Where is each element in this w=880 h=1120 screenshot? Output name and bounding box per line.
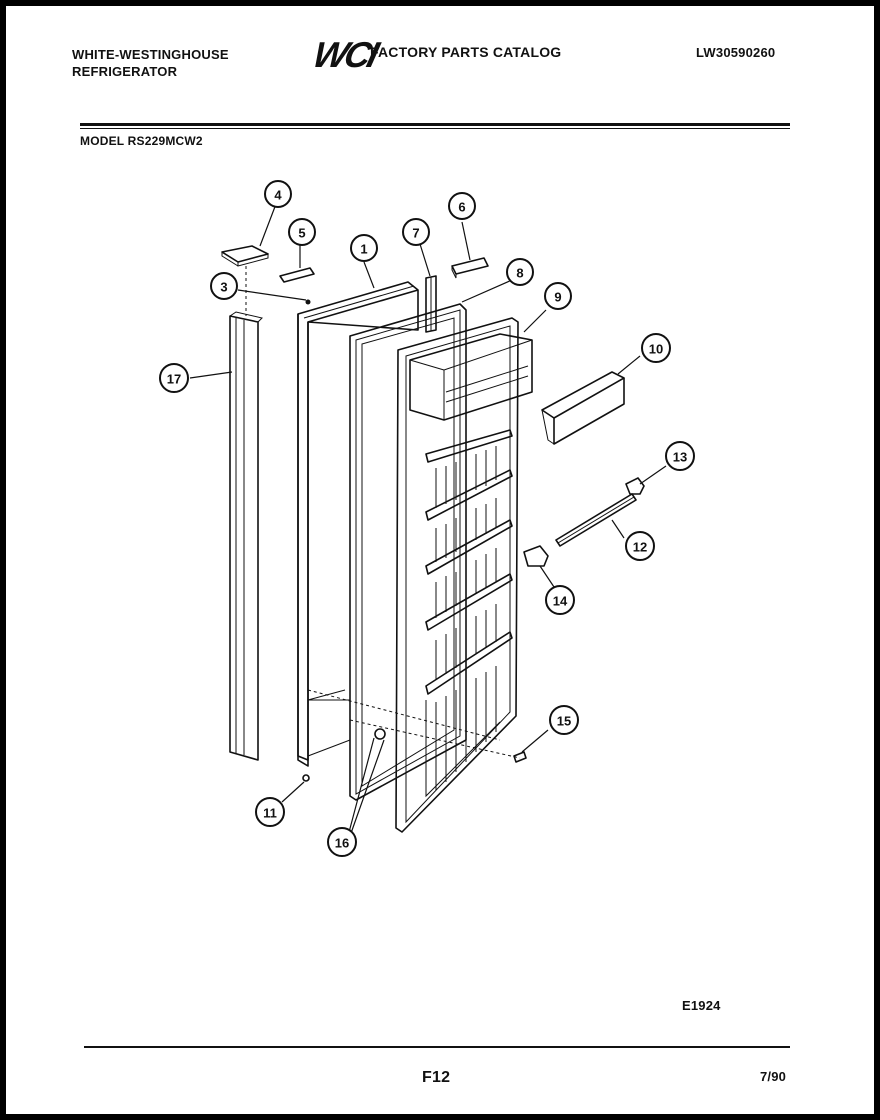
svg-text:7: 7: [412, 226, 419, 241]
svg-text:9: 9: [554, 290, 561, 305]
callout-5: 5: [288, 218, 316, 246]
model-label: MODEL RS229MCW2: [80, 134, 203, 148]
footer-rule: [84, 1046, 790, 1048]
svg-text:1: 1: [360, 242, 367, 257]
brand-line-1: WHITE-WESTINGHOUSE: [72, 47, 229, 62]
svg-text:3: 3: [220, 280, 227, 295]
svg-text:8: 8: [516, 266, 523, 281]
brand-line-2: REFRIGERATOR: [72, 64, 178, 79]
callout-4: 4: [264, 180, 292, 208]
part-10-bin-front: [541, 371, 625, 445]
svg-text:17: 17: [167, 372, 181, 387]
callout-6: 6: [448, 192, 476, 220]
svg-text:12: 12: [633, 540, 647, 555]
part-16-fastener: [374, 728, 386, 740]
diagram-code: E1924: [682, 998, 721, 1013]
callout-3: 3: [210, 272, 238, 300]
part-1-outer-door: [297, 281, 419, 767]
document-number: LW30590260: [696, 45, 776, 60]
callout-17: 17: [159, 363, 189, 393]
part-13-clip: [625, 477, 645, 495]
part-9-inner-liner: [395, 317, 533, 833]
callout-12: 12: [625, 531, 655, 561]
svg-text:10: 10: [649, 342, 663, 357]
header-rule-thin: [80, 128, 790, 129]
callout-1: 1: [350, 234, 378, 262]
svg-text:4: 4: [274, 188, 282, 203]
callout-16: 16: [327, 827, 357, 857]
part-4-hinge-cap: [221, 245, 269, 267]
callout-15: 15: [549, 705, 579, 735]
callout-10: 10: [641, 333, 671, 363]
header-rule-thick: [80, 123, 790, 126]
part-3-screw: [305, 299, 311, 305]
page-number: F12: [422, 1069, 451, 1086]
callout-11: 11: [255, 797, 285, 827]
part-8-gasket: [349, 303, 467, 801]
part-6-block: [451, 257, 489, 275]
callout-13: 13: [665, 441, 695, 471]
svg-text:6: 6: [458, 200, 465, 215]
part-12-rail: [555, 493, 637, 547]
catalog-page: [6, 6, 874, 1114]
part-14-clip: [523, 545, 549, 567]
callout-9: 9: [544, 282, 572, 310]
catalog-title: FACTORY PARTS CATALOG: [370, 44, 562, 60]
brand-block: WHITE-WESTINGHOUSE REFRIGERATOR: [72, 46, 229, 80]
part-15-screw: [513, 751, 527, 763]
date-code: 7/90: [760, 1069, 787, 1084]
svg-text:14: 14: [553, 594, 568, 609]
callout-7: 7: [402, 218, 430, 246]
callout-14: 14: [545, 585, 575, 615]
leader-lines: [189, 203, 667, 837]
svg-text:5: 5: [298, 226, 305, 241]
svg-text:15: 15: [557, 714, 571, 729]
callout-8: 8: [506, 258, 534, 286]
part-17-trim-strip: [229, 311, 263, 761]
svg-text:11: 11: [263, 806, 277, 821]
part-11-plug: [302, 774, 310, 782]
svg-text:13: 13: [673, 450, 687, 465]
svg-text:16: 16: [335, 836, 349, 851]
part-5-strip: [279, 267, 315, 283]
